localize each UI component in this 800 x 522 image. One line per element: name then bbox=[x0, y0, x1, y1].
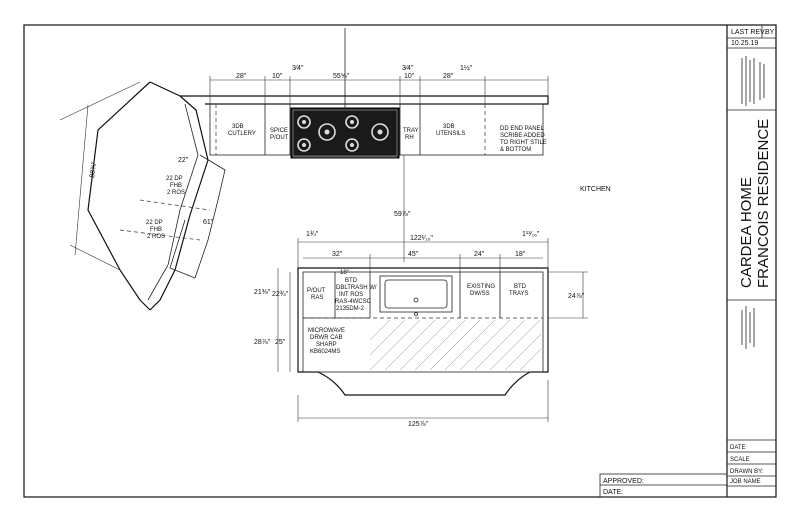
label-spice: SPICE P/OUT bbox=[270, 128, 289, 141]
svg-text:FHB: FHB bbox=[170, 183, 182, 189]
project-name: FRANCOIS RESIDENCE bbox=[755, 119, 772, 288]
seating-hatch bbox=[369, 319, 542, 371]
svg-text:SPICE: SPICE bbox=[270, 128, 288, 134]
svg-text:RH: RH bbox=[405, 135, 414, 141]
dim-island-25: 25" bbox=[275, 339, 286, 346]
label-dw: EXISTING DW/SS bbox=[467, 284, 495, 297]
svg-text:BTD: BTD bbox=[514, 284, 527, 290]
svg-text:3DB: 3DB bbox=[232, 124, 244, 130]
approved-label: APPROVED: bbox=[603, 478, 644, 485]
island-dimension-lines bbox=[277, 238, 588, 422]
scale-label: SCALE bbox=[730, 457, 750, 463]
svg-text:KB6024MS: KB6024MS bbox=[310, 349, 340, 355]
label-tray: TRAY RH bbox=[403, 128, 419, 141]
last-rev-label: LAST REV. bbox=[731, 29, 766, 36]
label-wall-upper: 22 DP FHB 2 ROS bbox=[166, 176, 185, 196]
label-utensils: 3DB UTENSILS bbox=[436, 124, 465, 137]
dim-island-1-13: 1¹³⁄₁₆" bbox=[522, 231, 540, 238]
dim-top-55: 55⅝" bbox=[333, 73, 350, 80]
svg-text:P/OUT: P/OUT bbox=[270, 135, 289, 141]
dim-island-28: 28⅞" bbox=[254, 339, 271, 346]
svg-text:22 DP: 22 DP bbox=[146, 220, 163, 226]
dim-island-125: 125⅞" bbox=[408, 421, 429, 428]
label-end-panel: DD END PANEL SCRIBE ADDED TO RIGHT STILE… bbox=[500, 126, 547, 153]
svg-text:2 ROS: 2 ROS bbox=[167, 190, 185, 196]
svg-text:2 ROS: 2 ROS bbox=[147, 234, 165, 240]
dim-top-28-right: 28" bbox=[443, 73, 454, 80]
dim-top-3-4-left: 3⁄4" bbox=[292, 65, 304, 72]
svg-text:SHARP: SHARP bbox=[316, 342, 337, 348]
job-name-label: JOB NAME bbox=[730, 479, 761, 485]
svg-text:DW/SS: DW/SS bbox=[470, 291, 490, 297]
angled-run bbox=[59, 81, 226, 311]
label-trash: BTD DBLTRASH W/ INT ROS RAS-4WCSC 2135DM… bbox=[335, 278, 377, 312]
dim-island-1-3-4: 1¾" bbox=[306, 231, 319, 238]
svg-text:DRWR CAB: DRWR CAB bbox=[310, 335, 343, 341]
drawn-by-label: DRAWN BY: bbox=[730, 469, 764, 475]
dim-island-32: 32" bbox=[332, 251, 343, 258]
dim-top-3-4-right: 3⁄4" bbox=[402, 65, 414, 72]
label-wall-lower: 22 DP FHB 2 ROS bbox=[146, 220, 165, 240]
svg-text:RAS: RAS bbox=[311, 295, 323, 301]
by-label: BY bbox=[765, 29, 775, 36]
dim-top-10-right: 10" bbox=[404, 73, 415, 80]
perimeter-countertop bbox=[149, 81, 549, 156]
svg-text:TO RIGHT STILE: TO RIGHT STILE bbox=[500, 140, 547, 146]
sheet-border bbox=[23, 24, 777, 498]
title-block: LAST REV. BY 10.25.19 CARDEA HOME FRANCO… bbox=[726, 25, 776, 497]
svg-text:22 DP: 22 DP bbox=[166, 176, 183, 182]
svg-text:TRAYS: TRAYS bbox=[509, 291, 529, 297]
dim-island-24: 24" bbox=[474, 251, 485, 258]
dim-center-59: 59⅞" bbox=[394, 211, 411, 218]
svg-text:MICROWAVE: MICROWAVE bbox=[308, 328, 345, 334]
dim-top-10-left: 10" bbox=[272, 73, 283, 80]
svg-text:& BOTTOM: & BOTTOM bbox=[500, 147, 531, 153]
room-label: KITCHEN bbox=[580, 186, 611, 193]
dim-island-24-7: 24⅞" bbox=[568, 293, 585, 300]
contact-info bbox=[741, 306, 755, 349]
company-name: CARDEA HOME bbox=[738, 177, 755, 288]
dim-wall-22: 22" bbox=[178, 157, 189, 164]
svg-text:SCRIBE ADDED: SCRIBE ADDED bbox=[500, 133, 545, 139]
dim-top-1-5: 1½" bbox=[460, 64, 473, 72]
svg-text:DBLTRASH W/: DBLTRASH W/ bbox=[336, 285, 377, 291]
label-cutlery: 3DB CUTLERY bbox=[228, 124, 256, 137]
approval-date-label: DATE: bbox=[603, 489, 623, 496]
range bbox=[290, 107, 400, 159]
fine-print bbox=[741, 56, 765, 106]
sink bbox=[379, 275, 453, 313]
label-btd-trays: BTD TRAYS bbox=[509, 284, 529, 297]
svg-text:2135DM-2: 2135DM-2 bbox=[336, 306, 365, 312]
svg-text:CUTLERY: CUTLERY bbox=[228, 131, 256, 137]
approval-box: APPROVED: DATE: bbox=[599, 473, 728, 498]
svg-text:UTENSILS: UTENSILS bbox=[436, 131, 465, 137]
svg-text:RAS-4WCSC: RAS-4WCSC bbox=[335, 299, 372, 305]
dim-island-45: 45" bbox=[408, 251, 419, 258]
svg-text:FHB: FHB bbox=[150, 227, 162, 233]
svg-text:BTD: BTD bbox=[345, 278, 358, 284]
dim-island-122: 122¹⁄₁₆" bbox=[410, 235, 433, 242]
svg-text:EXISTING: EXISTING bbox=[467, 284, 495, 290]
dim-top-28-left: 28" bbox=[236, 73, 247, 80]
dim-wall-61: 61" bbox=[203, 219, 214, 226]
label-microwave: MICROWAVE DRWR CAB SHARP KB6024MS bbox=[308, 328, 345, 355]
svg-text:P/OUT: P/OUT bbox=[307, 288, 326, 294]
svg-text:INT ROS: INT ROS bbox=[339, 292, 363, 298]
svg-text:TRAY: TRAY bbox=[403, 128, 419, 134]
dim-island-18: 18" bbox=[515, 251, 526, 258]
dim-island-21: 21⅜" bbox=[254, 289, 271, 296]
svg-text:DD END PANEL: DD END PANEL bbox=[500, 126, 545, 132]
island bbox=[297, 267, 549, 396]
label-pout: P/OUT RAS bbox=[307, 288, 326, 301]
dim-island-18b: 18" bbox=[340, 270, 349, 276]
date-label: DATE bbox=[730, 445, 746, 451]
dim-left-88: 88¾" bbox=[89, 161, 98, 178]
svg-text:3DB: 3DB bbox=[443, 124, 455, 130]
last-rev-date: 10.25.19 bbox=[731, 40, 758, 47]
top-dimension-line bbox=[209, 76, 549, 104]
dim-island-22: 22¾" bbox=[272, 291, 289, 298]
